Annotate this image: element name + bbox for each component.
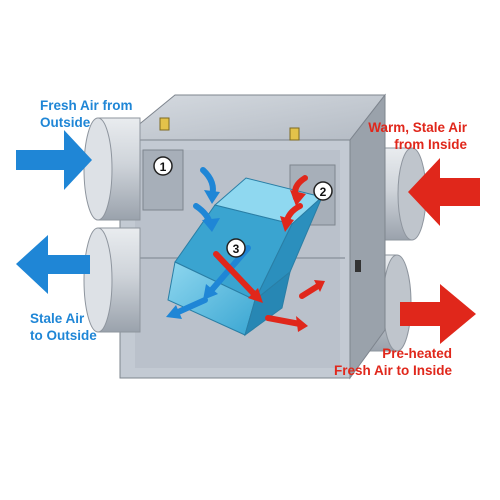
label-fresh-air-from-outside: Fresh Air from Outside xyxy=(40,98,133,130)
inner-flow-arrowheads xyxy=(166,190,325,332)
arrow-fresh-in xyxy=(16,130,92,190)
arrow-warm-stale-in xyxy=(408,158,480,226)
svg-text:3: 3 xyxy=(233,242,240,256)
svg-text:2: 2 xyxy=(320,185,327,199)
duct-fresh-in xyxy=(83,117,141,221)
marker-3: 3 xyxy=(226,238,246,258)
arrow-stale-out xyxy=(16,235,90,294)
label-warm-stale-air-from-inside: Warm, Stale Air from Inside xyxy=(368,120,467,152)
duct-stale-out xyxy=(83,227,141,333)
marker-2: 2 xyxy=(313,181,333,201)
arrow-preheated-out xyxy=(400,284,476,344)
label-preheated-fresh-air-to-inside: Pre-heated Fresh Air to Inside xyxy=(333,346,452,378)
label-stale-air-to-outside: Stale Air to Outside xyxy=(30,311,97,343)
svg-text:1: 1 xyxy=(160,160,167,174)
marker-1: 1 xyxy=(153,156,173,176)
